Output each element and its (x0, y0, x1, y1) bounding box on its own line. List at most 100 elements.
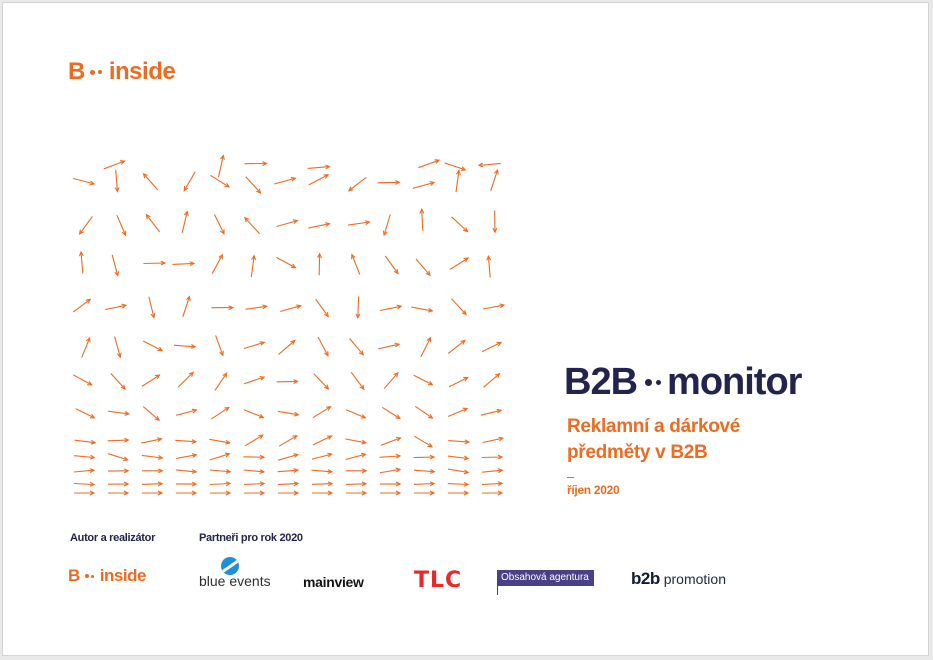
arrow-icon (172, 261, 196, 266)
arrow-icon (107, 437, 130, 443)
arrow-icon (345, 481, 368, 487)
arrow-icon (345, 452, 367, 461)
date-dash (567, 477, 574, 478)
arrow-icon (141, 374, 161, 387)
arrow-icon (312, 490, 334, 496)
arrow-icon (313, 373, 330, 390)
arrow-icon (490, 168, 499, 191)
arrow-icon (351, 253, 361, 275)
arrow-icon (482, 468, 504, 474)
arrow-icon (378, 342, 401, 350)
arrow-icon (175, 439, 198, 445)
arrow-icon (244, 161, 268, 166)
arrow-icon (451, 216, 469, 233)
arrow-icon (277, 410, 300, 417)
arrow-icon (211, 253, 224, 274)
arrow-icon (175, 469, 198, 474)
arrow-icon (413, 481, 436, 487)
arrow-icon (141, 437, 163, 444)
arrow-icon (72, 177, 96, 186)
arrow-icon (243, 481, 266, 487)
arrow-icon (78, 250, 84, 274)
arrow-icon (307, 164, 331, 170)
arrow-icon (148, 296, 156, 319)
arrow-icon (379, 481, 402, 487)
arrow-icon (311, 469, 334, 474)
arrow-icon (345, 468, 368, 474)
arrow-icon (181, 210, 189, 233)
arrow-icon (317, 252, 322, 276)
arrow-icon (278, 435, 298, 447)
arrow-icon (382, 214, 391, 237)
arrow-icon (481, 481, 504, 486)
arrow-icon (213, 214, 225, 235)
arrow-icon (210, 174, 231, 188)
arrow-icon (277, 481, 300, 487)
partner-logo-tlc: TLC (414, 568, 463, 593)
logo-underline (497, 586, 498, 595)
partner-logo-obsahova-agentura: Obsahová agentura (497, 570, 594, 586)
arrow-icon (78, 216, 93, 235)
arrow-icon (176, 490, 198, 496)
arrow-icon (377, 179, 401, 185)
arrow-icon (210, 490, 232, 496)
arrow-icon (447, 339, 466, 354)
arrow-icon (107, 468, 130, 474)
arrow-icon (244, 434, 264, 447)
report-subtitle: Reklamní a dárkové předměty v B2B (567, 416, 741, 463)
arrow-icon (413, 469, 436, 474)
arrow-icon (276, 219, 299, 228)
arrow-icon (211, 305, 235, 311)
arrow-icon (243, 469, 266, 475)
arrow-icon (274, 176, 297, 185)
arrow-icon (176, 408, 198, 416)
arrow-icon (74, 490, 96, 496)
dots-icon (84, 574, 96, 578)
author-label: Autor a realizátor (70, 532, 156, 544)
arrow-icon (312, 406, 332, 419)
arrow-icon (177, 371, 195, 388)
arrow-icon (142, 340, 164, 352)
arrow-icon (73, 454, 96, 460)
arrow-icon (209, 452, 231, 461)
arrow-icon (419, 208, 425, 232)
arrow-icon (350, 371, 365, 391)
arrow-icon (214, 372, 228, 391)
arrow-icon (143, 260, 167, 266)
arrow-icon (380, 436, 402, 446)
arrow-icon (349, 338, 365, 356)
arrow-icon (420, 336, 432, 357)
arrow-icon (448, 376, 469, 388)
arrow-icon (451, 298, 467, 316)
arrow-icon (447, 407, 469, 418)
arrow-field-graphic (72, 154, 506, 496)
author-logo: B inside (68, 566, 146, 585)
arrow-icon (244, 375, 266, 385)
arrow-icon (107, 453, 129, 462)
arrow-icon (381, 406, 401, 420)
arrow-icon (278, 453, 300, 461)
arrow-icon (455, 169, 461, 193)
arrow-icon (250, 254, 257, 278)
arrow-icon (75, 408, 96, 419)
partners-label: Partneři pro rok 2020 (199, 532, 303, 544)
arrow-icon (346, 490, 368, 496)
arrow-icon (411, 306, 434, 313)
arrow-icon (142, 468, 164, 474)
arrow-icon (72, 374, 93, 386)
water-drop-icon (221, 557, 239, 575)
arrow-icon (311, 452, 334, 460)
arrow-icon (73, 468, 96, 473)
arrow-icon (379, 467, 402, 474)
report-title: B2B monitor (564, 361, 802, 403)
arrow-icon (243, 409, 265, 419)
arrow-icon (448, 439, 471, 445)
arrow-icon (379, 453, 402, 459)
arrow-icon (142, 172, 159, 191)
arrow-icon (141, 454, 164, 460)
arrow-icon (108, 410, 131, 416)
arrow-icon (145, 213, 161, 233)
arrow-icon (243, 341, 266, 350)
arrow-icon (277, 467, 300, 473)
